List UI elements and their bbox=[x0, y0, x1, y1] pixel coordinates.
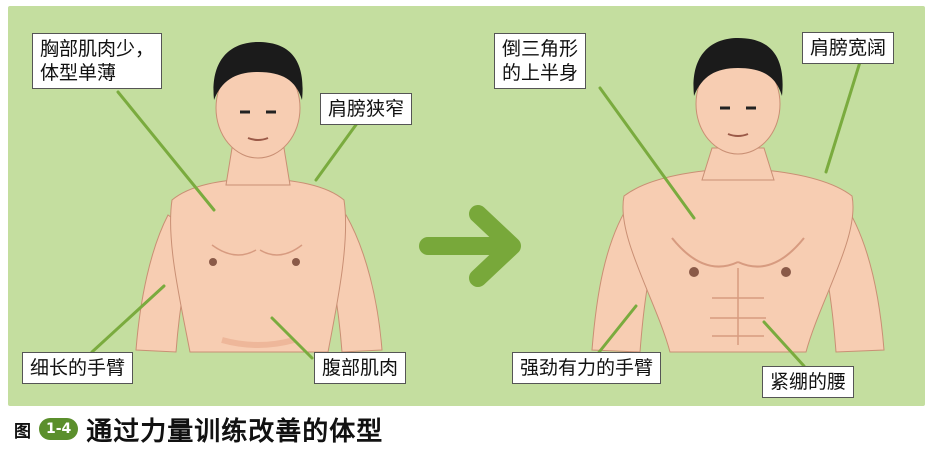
caption-number-badge: 1-4 bbox=[39, 418, 78, 440]
leader-line-chest bbox=[118, 92, 214, 210]
callout-wide-shoulders: 肩膀宽阔 bbox=[802, 32, 894, 64]
figure-caption: 图 1-4 通过力量训练改善的体型 bbox=[14, 410, 383, 448]
callout-thin-arms: 细长的手臂 bbox=[22, 352, 133, 384]
callout-tight-waist: 紧绷的腰 bbox=[762, 366, 854, 398]
callout-narrow-shoulders: 肩膀狭窄 bbox=[320, 93, 412, 125]
callout-chest-weak: 胸部肌肉少， 体型单薄 bbox=[32, 33, 162, 89]
right-arrow-icon bbox=[428, 214, 512, 278]
caption-title: 通过力量训练改善的体型 bbox=[86, 411, 383, 448]
callout-abs: 腹部肌肉 bbox=[314, 352, 406, 384]
callout-strong-arms: 强劲有力的手臂 bbox=[512, 352, 661, 384]
callout-v-shaped-torso: 倒三角形 的上半身 bbox=[494, 33, 586, 89]
leader-line-wide-shoulders bbox=[826, 62, 860, 172]
thin-body-figure bbox=[136, 42, 382, 352]
leader-line-narrow-shoulders bbox=[316, 122, 358, 180]
caption-tag: 图 bbox=[14, 417, 31, 442]
